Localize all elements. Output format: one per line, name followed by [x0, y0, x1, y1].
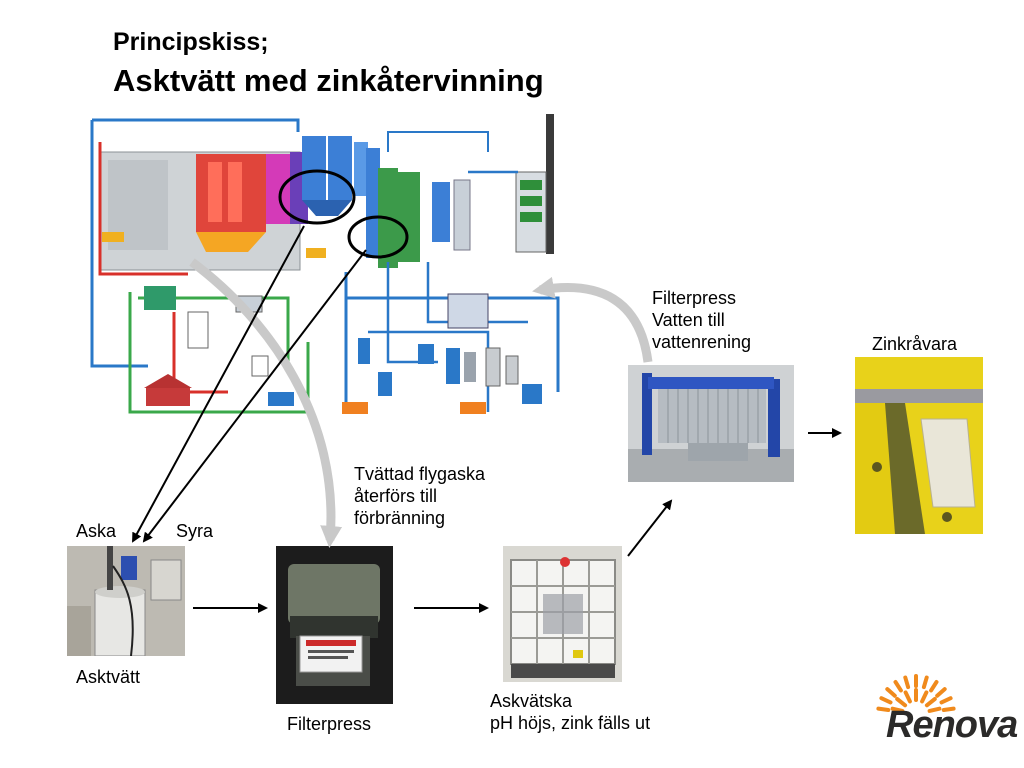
label-askvatska: Askvätska pH höjs, zink fälls ut [490, 691, 651, 733]
label-aska: Aska [76, 521, 117, 541]
plant-schematic [88, 112, 570, 424]
highlight-ellipse-filter [278, 169, 356, 225]
label-zinkravara: Zinkråvara [872, 334, 958, 354]
filterpress-bottom-photo [276, 546, 393, 704]
renova-logo: Renova [856, 668, 1018, 748]
arrow-askvatska-to-filterpress [627, 499, 673, 557]
label-filterpress: Filterpress [287, 714, 372, 734]
title-line-1: Principskiss; [113, 28, 269, 56]
sun-ray [920, 690, 929, 704]
askvatska-photo [503, 546, 622, 682]
zinkravara-photo [855, 357, 983, 534]
sun-ray [935, 687, 947, 698]
arrow-aska [132, 225, 305, 543]
sun-ray [876, 706, 891, 712]
sun-ray [941, 706, 956, 712]
label-filterpress-vatten: Filterpress Vatten till vattenrening [652, 288, 752, 352]
sun-ray [890, 706, 905, 713]
title-line-2: Asktvätt med zinkåtervinning [113, 63, 544, 98]
renova-logo-text: Renova [886, 704, 1018, 746]
sun-ray [885, 687, 897, 698]
asktvatt-photo [67, 546, 185, 656]
sun-ray [921, 675, 929, 690]
sun-ray [927, 706, 942, 713]
sun-ray [895, 697, 908, 708]
sun-ray [893, 680, 903, 693]
sun-ray [939, 696, 953, 705]
sun-ray [929, 680, 939, 693]
sun-ray [903, 675, 911, 690]
sun-ray [903, 690, 912, 704]
label-tvattad-flygaska: Tvättad flygaska återförs till förbränni… [354, 464, 486, 528]
label-asktvatt: Asktvätt [76, 667, 141, 687]
grey-arrow-return [189, 258, 343, 548]
grey-arrow-water [532, 276, 653, 363]
highlight-ellipse-scrubber [347, 215, 409, 259]
sun-ray [924, 697, 937, 708]
sun-ray [879, 696, 893, 705]
sun-icon [876, 674, 956, 713]
filterpress-top-photo [628, 365, 794, 482]
arrow-syra [142, 249, 367, 543]
label-syra: Syra [176, 521, 214, 541]
